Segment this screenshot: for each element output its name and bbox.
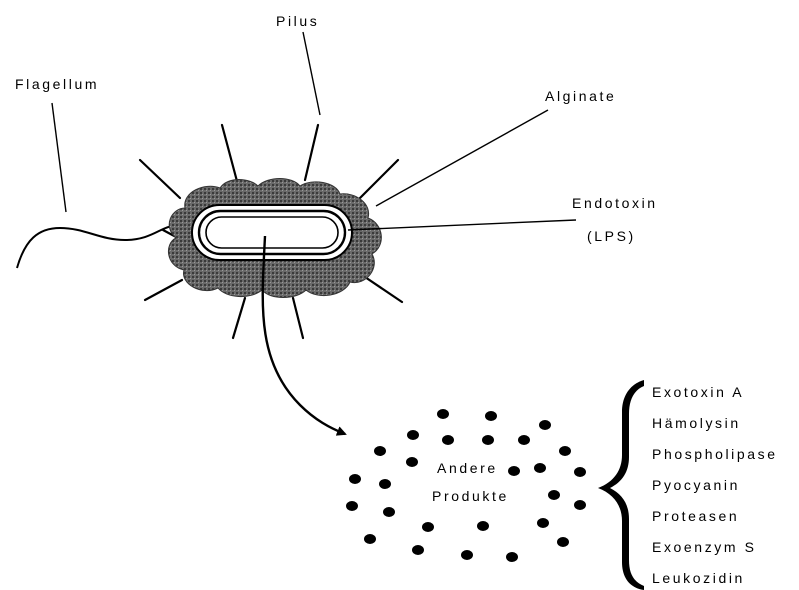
product-dot xyxy=(477,521,489,531)
product-dot xyxy=(539,420,551,430)
product-item: Proteasen xyxy=(652,508,739,524)
product-dot xyxy=(534,463,546,473)
product-item: Exoenzym S xyxy=(652,539,757,555)
product-dot xyxy=(574,467,586,477)
product-dot xyxy=(346,501,358,511)
pilus-label: Pilus xyxy=(276,13,319,29)
product-dot xyxy=(364,534,376,544)
pilus-leader xyxy=(303,32,320,115)
product-item: Phospholipase xyxy=(652,446,778,462)
product-dots xyxy=(346,409,586,562)
product-dot xyxy=(422,522,434,532)
alginate-leader xyxy=(376,110,548,206)
flagellum-tail xyxy=(17,226,172,268)
product-item: Exotoxin A xyxy=(652,384,744,400)
lps-label: (LPS) xyxy=(587,228,636,244)
pilus-line xyxy=(362,275,402,302)
product-dot xyxy=(461,550,473,560)
product-item: Leukozidin xyxy=(652,570,745,586)
product-dot xyxy=(412,545,424,555)
pilus-line xyxy=(145,280,182,300)
product-dot xyxy=(548,490,560,500)
product-dot xyxy=(559,446,571,456)
product-dot xyxy=(506,552,518,562)
product-dot xyxy=(485,411,497,421)
produkte-label: Produkte xyxy=(432,488,509,504)
product-item: Pyocyanin xyxy=(652,477,740,493)
product-dot xyxy=(508,466,520,476)
pilus-line xyxy=(222,125,238,185)
flagellum-leader xyxy=(52,103,66,212)
product-dot xyxy=(383,507,395,517)
pilus-line xyxy=(293,298,303,338)
product-dot xyxy=(557,537,569,547)
product-dot xyxy=(482,435,494,445)
endotoxin-leader xyxy=(348,220,576,230)
product-dot xyxy=(574,500,586,510)
flagellum-label: Flagellum xyxy=(15,76,99,92)
product-dot xyxy=(406,457,418,467)
product-dot xyxy=(374,446,386,456)
andere-label: Andere xyxy=(437,460,498,476)
product-dot xyxy=(407,430,419,440)
product-dot xyxy=(537,518,549,528)
pilus-line xyxy=(233,298,245,338)
pilus-line xyxy=(140,160,180,198)
alginate-label: Alginate xyxy=(545,88,616,104)
product-dot xyxy=(442,435,454,445)
endotoxin-label: Endotoxin xyxy=(572,195,658,211)
cell-envelope xyxy=(192,205,352,260)
product-dot xyxy=(437,409,449,419)
product-item: Hämolysin xyxy=(652,415,741,431)
product-dot xyxy=(349,474,361,484)
pilus-line xyxy=(305,125,318,180)
curly-brace xyxy=(598,380,644,590)
product-dot xyxy=(518,435,530,445)
product-dot xyxy=(379,479,391,489)
pilus-line xyxy=(360,160,398,198)
